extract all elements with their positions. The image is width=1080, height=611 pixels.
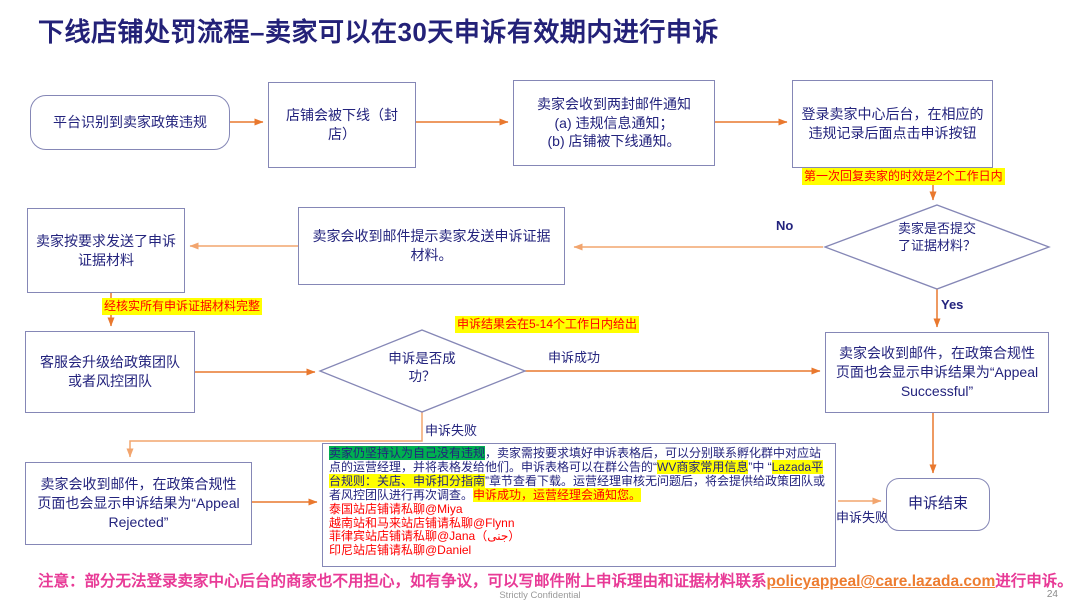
contact-line-thailand: 泰国站店铺请私聊@Miya bbox=[329, 501, 463, 516]
info-claim-highlight: 卖家仍坚持认为自己没有违规 bbox=[329, 446, 486, 460]
node-store-offline: 店铺会被下线（封店） bbox=[268, 82, 416, 168]
node-email-prompt: 卖家会收到邮件提示卖家发送申诉证据材料。 bbox=[298, 207, 565, 285]
edge-label-yes: Yes bbox=[941, 297, 964, 312]
edge-label-appeal-fail-right: 申诉失败 bbox=[836, 510, 889, 525]
page-number: 24 bbox=[1046, 589, 1058, 600]
note-first-reply-sla: 第一次回复卖家的时效是2个工作日内 bbox=[802, 168, 1005, 185]
note-evidence-verified: 经核实所有申诉证据材料完整 bbox=[102, 298, 263, 315]
edge-label-no: No bbox=[776, 218, 794, 233]
info-wv-highlight: WV商家常用信息 bbox=[657, 459, 749, 474]
contact-line-vietnam-malaysia: 越南站和马来站店铺请私聊@Flynn bbox=[329, 515, 515, 530]
info-body2: ”中 “ bbox=[748, 459, 772, 474]
node-identify-violation: 平台识别到卖家政策违规 bbox=[30, 95, 230, 150]
node-appeal-end: 申诉结束 bbox=[886, 478, 990, 531]
node-appeal-successful: 卖家会收到邮件，在政策合规性页面也会显示申诉结果为“Appeal Success… bbox=[825, 332, 1049, 413]
notice-suffix: 进行申诉。 bbox=[995, 573, 1073, 590]
footer-confidential: Strictly Confidential bbox=[499, 590, 581, 601]
page-title: 下线店铺处罚流程–卖家可以在30天申诉有效期内进行申诉 bbox=[38, 17, 719, 47]
edge-decision2-fail bbox=[126, 412, 423, 458]
contact-line-philippines: 菲律宾站店铺请私聊@Jana（جنى） bbox=[329, 529, 521, 544]
decision-appeal-diamond bbox=[318, 329, 527, 413]
contact-line-indonesia: 印尼站店铺请私聊@Daniel bbox=[329, 543, 472, 558]
node-sent-evidence: 卖家按要求发送了申诉证据材料 bbox=[27, 208, 185, 293]
edge-label-appeal-success: 申诉成功 bbox=[548, 350, 601, 365]
note-result-sla: 申诉结果会在5-14个工作日内给出 bbox=[455, 316, 640, 333]
decision-evidence-label: 卖家是否提交了证据材料？ bbox=[897, 221, 976, 253]
edge-label-appeal-fail: 申诉失败 bbox=[425, 423, 478, 438]
bottom-notice: 注意：部分无法登录卖家中心后台的商家也不用担心，如有争议，可以写邮件附上申诉理由… bbox=[38, 569, 1073, 591]
decision-appeal-label: 申诉是否成功？ bbox=[388, 351, 456, 384]
info-box: 卖家仍坚持认为自己没有违规，卖家需按要求填好申诉表格后，可以分别联系孵化群中对应… bbox=[322, 443, 836, 567]
info-body1: ，卖家需按要求填好申诉表格后，可以分别联系孵化群中对应站点的运营经理，并将表格发… bbox=[329, 446, 822, 474]
node-two-emails: 卖家会收到两封邮件通知 (a) 违规信息通知； (b) 店铺被下线通知。 bbox=[513, 80, 715, 166]
info-body3: ”章节查看下载。运营经理审核无问题后，将会提供给政策团队或者风控团队进行再次调查… bbox=[329, 473, 826, 502]
node-escalate-policy-team: 客服会升级给政策团队或者风控团队 bbox=[25, 331, 195, 413]
node-login-seller-center: 登录卖家中心后台，在相应的违规记录后面点击申诉按钮 bbox=[792, 80, 993, 168]
policy-appeal-email-link[interactable]: policyappeal@care.lazada.com bbox=[766, 573, 996, 590]
notice-prefix: 注意：部分无法登录卖家中心后台的商家也不用担心，如有争议，可以写邮件附上申诉理由… bbox=[38, 573, 767, 590]
info-success-highlight: 申诉成功，运营经理会通知您。 bbox=[473, 487, 642, 502]
node-appeal-rejected: 卖家会收到邮件，在政策合规性页面也会显示申诉结果为“Appeal Rejecte… bbox=[25, 462, 252, 545]
decision-evidence-diamond bbox=[823, 204, 1051, 290]
